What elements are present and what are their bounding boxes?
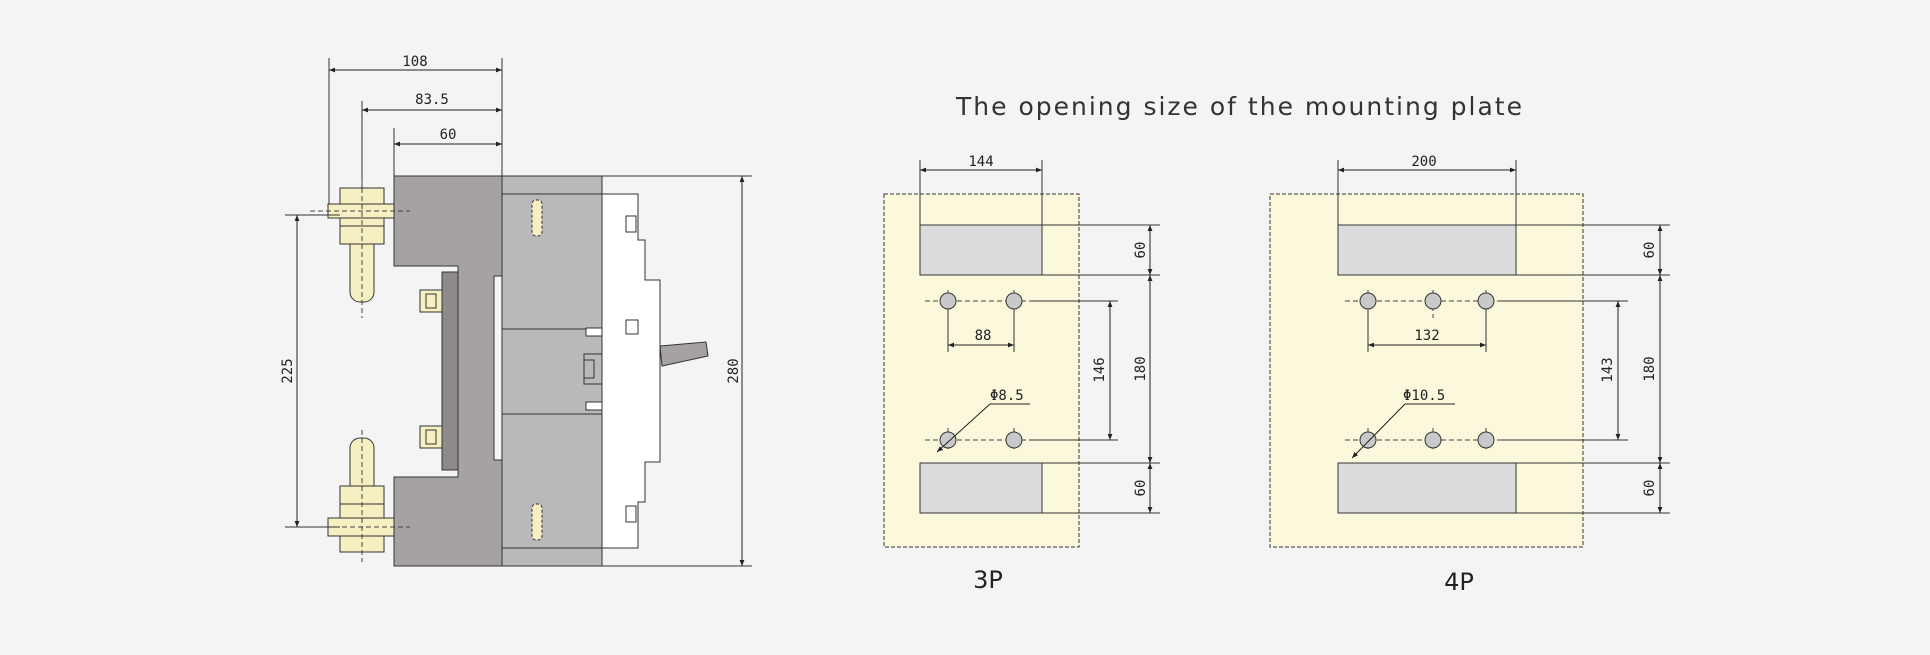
plate-4p-dim-hole-spacing: 132 — [1414, 328, 1439, 344]
plate-3p-dim-hole-pitch: 146 — [1092, 357, 1108, 382]
dim-height: 280 — [726, 358, 742, 383]
plate-4p-hole — [1424, 292, 1442, 310]
plate-3p-dim-inner-height: 180 — [1133, 356, 1149, 381]
plate-3p-hole — [1005, 292, 1023, 310]
plate-3p-dim-hole-spacing: 88 — [975, 328, 992, 344]
bottom-terminal — [310, 430, 410, 562]
breaker-lower-section — [501, 413, 603, 549]
plate-3p-hole — [1005, 431, 1023, 449]
breaker-side-view: 108 83.5 60 280 — [280, 54, 752, 567]
dim-base: 60 — [440, 127, 457, 143]
plate-4p-dim-inner-height: 180 — [1642, 356, 1658, 381]
plate-4p-dim-cutout-width: 200 — [1411, 154, 1436, 170]
plate-4p-dim-bottom-cutout-height: 60 — [1642, 480, 1658, 497]
plate-3p-bottom-cutout — [919, 462, 1043, 514]
plate-4p-label: 4P — [1444, 568, 1474, 596]
dim-terminal: 83.5 — [415, 92, 449, 108]
plate-4p-dim-hole-pitch: 143 — [1600, 357, 1616, 382]
plate-4p-dim-top-cutout-height: 60 — [1642, 242, 1658, 259]
plate-4p: 200 132 Φ10.5 60 180 — [1269, 154, 1670, 596]
plate-3p-top-cutout — [919, 224, 1043, 276]
breaker-cover — [601, 193, 661, 549]
plate-3p-label: 3P — [973, 566, 1003, 594]
plate-3p-dim-cutout-width: 144 — [968, 154, 993, 170]
plate-4p-hole — [1477, 292, 1495, 310]
mounting-plate-bar — [441, 271, 459, 471]
breaker-upper-section — [501, 193, 603, 330]
plate-4p-hole — [1477, 431, 1495, 449]
top-terminal — [310, 180, 410, 318]
plate-4p-dim-hole-diameter: Φ10.5 — [1403, 388, 1445, 404]
dim-terminal-pitch: 225 — [280, 358, 296, 383]
plate-4p-top-cutout — [1337, 224, 1517, 276]
plate-3p: 144 88 Φ8.5 60 180 60 146 — [883, 154, 1160, 594]
dim-total-depth: 108 — [402, 54, 427, 70]
page-title: The opening size of the mounting plate — [955, 92, 1524, 121]
plate-4p-hole — [1359, 431, 1377, 449]
plate-3p-hole — [939, 431, 957, 449]
plate-3p-hole — [939, 292, 957, 310]
plate-4p-hole — [1424, 431, 1442, 449]
plate-4p-hole — [1359, 292, 1377, 310]
plate-3p-dim-hole-diameter: Φ8.5 — [990, 388, 1024, 404]
plate-3p-dim-top-cutout-height: 60 — [1133, 242, 1149, 259]
plate-3p-dim-bottom-cutout-height: 60 — [1133, 480, 1149, 497]
plate-4p-bottom-cutout — [1337, 462, 1517, 514]
breaker-handle — [659, 341, 709, 367]
